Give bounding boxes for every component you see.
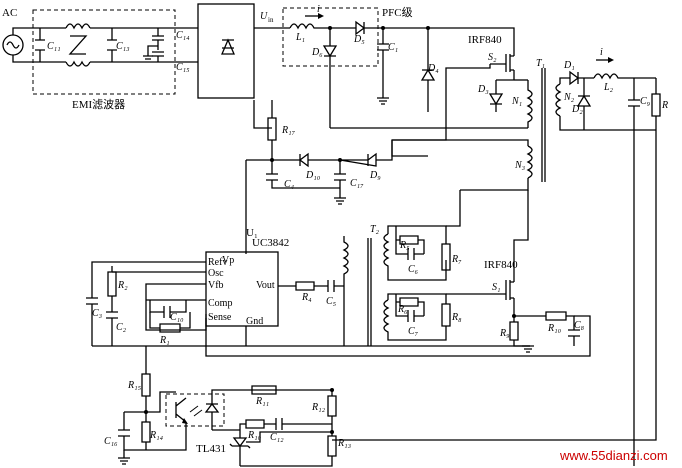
r17-label: R₁₇ xyxy=(281,125,296,136)
l1-label: L₁ xyxy=(295,32,305,43)
c14-label: C₁₄ xyxy=(176,30,190,41)
c9-label: C₉ xyxy=(640,96,651,107)
r13-label: R₁₃ xyxy=(337,438,352,449)
c17-label: C₁₇ xyxy=(350,178,364,189)
d3-label: D₃ xyxy=(477,84,489,95)
d6-label: D₆ xyxy=(311,47,323,58)
emi-filter-box xyxy=(32,9,176,95)
pin-vout: Vout xyxy=(256,280,275,291)
r15-label: R₁₅ xyxy=(127,380,142,391)
d10-label: D₁₀ xyxy=(305,170,321,181)
n1-label: N₁ xyxy=(511,96,522,107)
irf840-top-label: IRF840 xyxy=(468,34,502,46)
pfc-box xyxy=(282,7,379,67)
watermark: www.55dianzi.com xyxy=(559,448,668,463)
il1-label: i xyxy=(317,4,320,15)
r1-label: R₁ xyxy=(159,335,170,346)
c7-label: C₇ xyxy=(408,326,419,337)
u1-label: U₁ xyxy=(246,227,258,239)
bridge-rectifier xyxy=(197,3,255,99)
pin-vp: Vp xyxy=(222,255,234,266)
r7-label: R₇ xyxy=(451,254,462,265)
l2-label: L₂ xyxy=(603,82,614,93)
s1-label: S₁ xyxy=(492,282,500,293)
c12-label: C₁₂ xyxy=(270,432,284,443)
c1-label: C₁ xyxy=(388,42,398,53)
c5-label: C₅ xyxy=(326,296,337,307)
uin-label: U xyxy=(260,11,268,22)
uc3842-chip xyxy=(205,251,279,327)
pin-sense: Sense xyxy=(208,312,232,323)
ac-source xyxy=(2,34,24,56)
c13-label: C₁₃ xyxy=(116,41,130,52)
r6-label: R₆ xyxy=(397,304,408,315)
irf840-bot-label: IRF840 xyxy=(484,259,518,271)
r5-label: R₅ xyxy=(399,240,410,251)
d1-label: D₁ xyxy=(563,60,575,71)
c2-label: C₂ xyxy=(116,322,127,333)
uin-sub: in xyxy=(268,16,274,24)
uc3842-label: UC3842 xyxy=(252,237,289,249)
d9-label: D₉ xyxy=(369,170,381,181)
r11-label: R₁₁ xyxy=(255,396,269,407)
r12-label: R₁₂ xyxy=(311,402,326,413)
d4-label: D₄ xyxy=(427,63,439,74)
r4-label: R₄ xyxy=(301,292,312,303)
pin-vfb: Vfb xyxy=(208,280,224,291)
c6-label: C₆ xyxy=(408,264,419,275)
pin-osc: Osc xyxy=(208,268,224,279)
r10b-label: R₁₀ xyxy=(247,430,262,441)
pin-comp: Comp xyxy=(208,298,232,309)
rl-label: R xyxy=(661,100,668,111)
pin-gnd: Gnd xyxy=(246,316,263,327)
t2-label: T₂ xyxy=(370,224,380,235)
c15-label: C₁₅ xyxy=(176,62,190,73)
r9-label: R₉ xyxy=(499,328,510,339)
r8-label: R₈ xyxy=(451,312,462,323)
pin-refv: Refv xyxy=(208,257,227,268)
n3-label: N₃ xyxy=(514,160,526,171)
d5-label: D₅ xyxy=(353,34,365,45)
r2-label: R₂ xyxy=(117,280,128,291)
c8-label: C₈ xyxy=(574,320,585,331)
c3-label: C₃ xyxy=(92,308,103,319)
c4-label: C₄ xyxy=(284,179,295,190)
d2-label: D₂ xyxy=(571,104,583,115)
s2-label: S₂ xyxy=(488,52,497,63)
r14-label: R₁₄ xyxy=(149,430,164,441)
optocoupler-box xyxy=(165,393,225,427)
tl431-label: TL431 xyxy=(196,443,226,455)
il2-label: i xyxy=(600,47,603,58)
c16-label: C₁₆ xyxy=(104,436,118,447)
t1-label: T₁ xyxy=(536,58,545,69)
r10-label: R₁₀ xyxy=(547,323,562,334)
emi-label: EMI滤波器 xyxy=(72,98,125,111)
pfc-label: PFC级 xyxy=(382,6,413,19)
ac-label: AC xyxy=(2,7,17,19)
c11-label: C₁₁ xyxy=(47,41,61,52)
n2-label: N₂ xyxy=(563,92,575,103)
c10-label: C₁₀ xyxy=(170,312,184,323)
